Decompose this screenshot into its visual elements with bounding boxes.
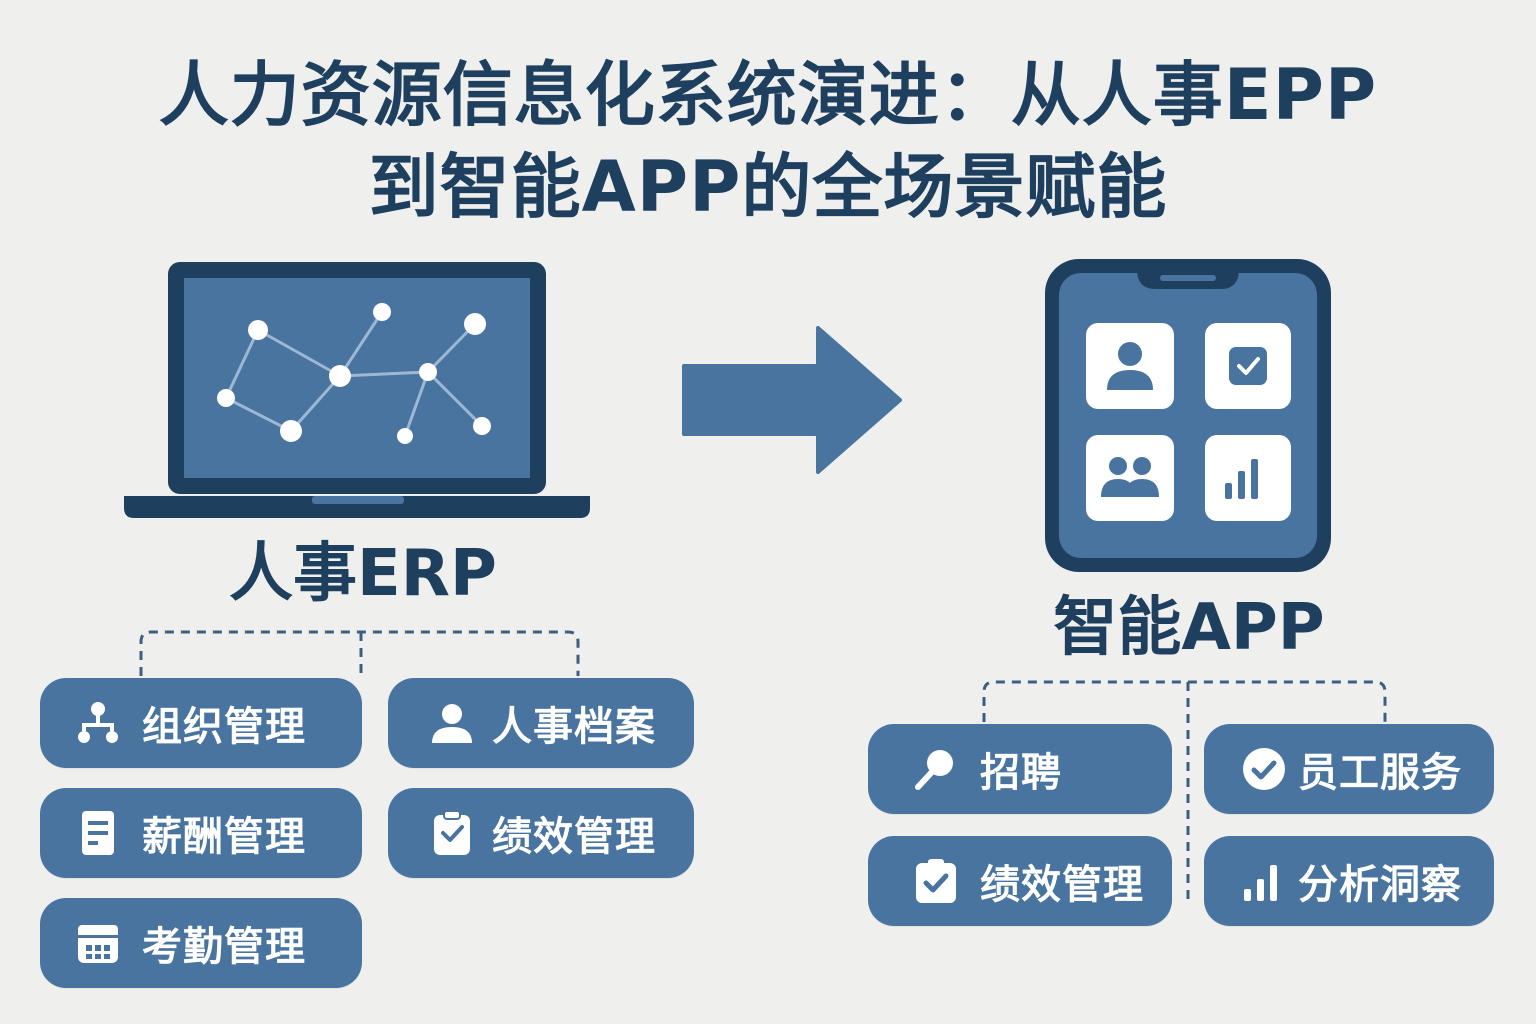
module-label: 招聘	[980, 750, 1062, 796]
arrow-right-icon	[682, 326, 902, 474]
app-module-performance[interactable]: 绩效管理	[868, 836, 1172, 926]
module-label: 绩效管理	[492, 814, 656, 860]
module-label: 人事档案	[492, 704, 656, 750]
clipboard-icon	[428, 809, 476, 857]
document-icon	[74, 809, 122, 857]
erp-module-performance[interactable]: 绩效管理	[388, 788, 694, 878]
person-icon	[428, 699, 476, 747]
smartphone-icon	[1045, 259, 1331, 572]
app-module-recruitment[interactable]: 招聘	[868, 724, 1172, 814]
app-module-employee-service[interactable]: 员工服务	[1204, 724, 1494, 814]
module-label: 薪酬管理	[142, 814, 306, 860]
bar-chart-icon	[1238, 857, 1286, 905]
module-label: 分析洞察	[1298, 862, 1462, 908]
page-title-line-1: 人力资源信息化系统演进：从人事EPP	[158, 54, 1378, 136]
clipboard-check-icon	[912, 857, 960, 905]
smart-app-label: 智能APP	[1053, 591, 1325, 665]
search-icon	[912, 745, 960, 793]
check-circle-icon	[1240, 745, 1288, 793]
module-label: 组织管理	[142, 704, 306, 750]
erp-label: 人事ERP	[229, 537, 497, 611]
laptop-icon	[124, 262, 590, 518]
erp-module-attendance[interactable]: 考勤管理	[40, 898, 362, 988]
erp-module-payroll[interactable]: 薪酬管理	[40, 788, 362, 878]
module-label: 员工服务	[1298, 750, 1462, 796]
erp-module-org-management[interactable]: 组织管理	[40, 678, 362, 768]
calendar-icon	[74, 919, 122, 967]
erp-module-personnel-files[interactable]: 人事档案	[388, 678, 694, 768]
module-label: 考勤管理	[142, 924, 306, 970]
org-chart-icon	[74, 699, 122, 747]
module-label: 绩效管理	[980, 862, 1144, 908]
app-module-analytics[interactable]: 分析洞察	[1204, 836, 1494, 926]
page-title-line-2: 到智能APP的全场景赋能	[368, 146, 1168, 228]
